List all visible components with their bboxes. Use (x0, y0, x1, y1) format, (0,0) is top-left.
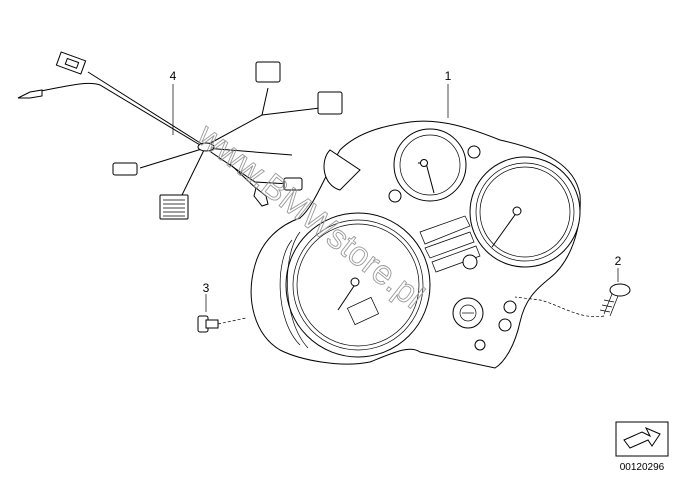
callout-2: 2 (615, 254, 622, 268)
callout-3: 3 (203, 281, 210, 295)
callout-4: 4 (170, 69, 177, 83)
wiring-harness (17, 51, 343, 220)
screw-part-3 (197, 315, 247, 333)
arrow-icon[interactable] (615, 421, 669, 457)
callout-1: 1 (445, 69, 452, 83)
reference-number: 00120296 (620, 462, 665, 473)
callout-leaders (172, 84, 619, 312)
screw-part-2 (514, 283, 631, 318)
instrument-cluster (250, 120, 581, 369)
